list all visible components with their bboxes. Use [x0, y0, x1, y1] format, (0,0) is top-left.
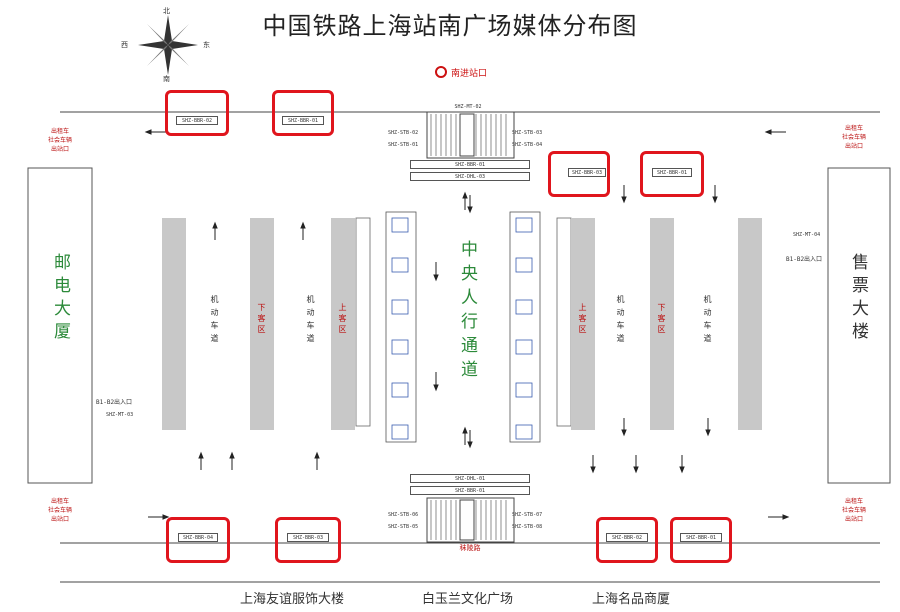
top-bar-1: SHZ-BBR-01 [410, 160, 530, 169]
gate-side-label: SHZ-STB-07 [512, 512, 543, 518]
media-label: SHZ-BBR-03 [568, 168, 606, 177]
media-highlight-bottom-2[interactable] [275, 517, 341, 563]
compass-north: 北 [163, 7, 170, 15]
lane-divider [571, 218, 595, 430]
gate-side-label: SHZ-STB-05 [388, 524, 419, 530]
central-walkway-label: 中央人行通道 [457, 240, 477, 384]
media-highlight-top-3[interactable] [548, 151, 610, 197]
entrance-label: 南进站口 [451, 69, 488, 79]
lane-divider [331, 218, 355, 430]
compass-rose-icon [138, 15, 198, 75]
compass-east: 东 [203, 41, 210, 49]
corner-note-top-right: 出租车社会车辆出站口 [842, 125, 867, 150]
compass: 北 南 西 东 [121, 7, 210, 83]
building-right: 售票大楼 [848, 253, 868, 345]
corner-note-top-left: 出租车社会车辆出站口 [48, 128, 73, 153]
media-highlight-top-4[interactable] [640, 151, 704, 197]
building-bottom-right: 上海名品商厦 [592, 592, 671, 607]
gate-side-label: SHZ-STB-04 [512, 142, 543, 148]
media-label: SHZ-BBR-01 [282, 116, 324, 125]
media-label: SHZ-BBR-04 [178, 533, 218, 542]
lane-divider [650, 218, 674, 430]
media-highlight-bottom-4[interactable] [670, 517, 732, 563]
motor-lane-label: 机动车道 [616, 295, 625, 347]
alight-area-label: 下客区 [657, 303, 666, 336]
building-bottom-center: 白玉兰文化广场 [422, 592, 514, 607]
page-title: 中国铁路上海站南广场媒体分布图 [262, 12, 638, 40]
board-area-label: 上客区 [338, 303, 347, 336]
media-highlight-bottom-3[interactable] [596, 517, 658, 563]
motor-lane-label: 机动车道 [210, 295, 219, 347]
media-label: SHZ-BBR-01 [652, 168, 692, 177]
building-left: 邮电大厦 [50, 253, 70, 345]
top-bar-2: SHZ-DHL-03 [410, 172, 530, 181]
media-label: SHZ-BBR-01 [680, 533, 722, 542]
gate-side-label: SHZ-STB-02 [388, 130, 419, 136]
media-label: SHZ-BBR-03 [287, 533, 329, 542]
lane-divider [162, 218, 186, 430]
gate-side-label: SHZ-STB-06 [388, 512, 419, 518]
left-entry-code: SHZ-MT-03 [106, 412, 134, 418]
media-highlight-top-1[interactable] [165, 90, 229, 136]
railway-logo-icon [435, 66, 447, 78]
left-entry-label: B1-B2出入口 [96, 399, 133, 406]
lane-divider [738, 218, 762, 430]
compass-west: 西 [121, 41, 128, 49]
top-gate-label: SHZ-MT-02 [454, 104, 482, 110]
compass-south: 南 [163, 75, 170, 83]
motor-lane-label: 机动车道 [703, 295, 712, 347]
media-highlight-bottom-1[interactable] [166, 517, 230, 563]
board-area-label: 上客区 [578, 303, 587, 336]
bottom-bar-2: SHZ-BBR-01 [410, 486, 530, 495]
gate-side-label: SHZ-STB-03 [512, 130, 543, 136]
lane-divider [250, 218, 274, 430]
media-label: SHZ-BBR-02 [606, 533, 648, 542]
gate-side-label: SHZ-STB-01 [388, 142, 419, 148]
bottom-bar-1: SHZ-DHL-01 [410, 474, 530, 483]
building-bottom-left: 上海友谊服饰大楼 [240, 592, 345, 607]
media-label: SHZ-BBR-02 [176, 116, 218, 125]
right-entry-code: SHZ-MT-04 [793, 232, 821, 238]
corner-note-bottom-left: 出租车社会车辆出站口 [48, 498, 73, 523]
media-highlight-top-2[interactable] [272, 90, 334, 136]
corner-note-bottom-right: 出租车社会车辆出站口 [842, 498, 867, 523]
exit-label: 秣陵路 [459, 544, 481, 552]
gate-side-label: SHZ-STB-08 [512, 524, 543, 530]
motor-lane-label: 机动车道 [306, 295, 315, 347]
alight-area-label: 下客区 [257, 303, 266, 336]
right-entry-label: B1-B2出入口 [786, 256, 823, 263]
